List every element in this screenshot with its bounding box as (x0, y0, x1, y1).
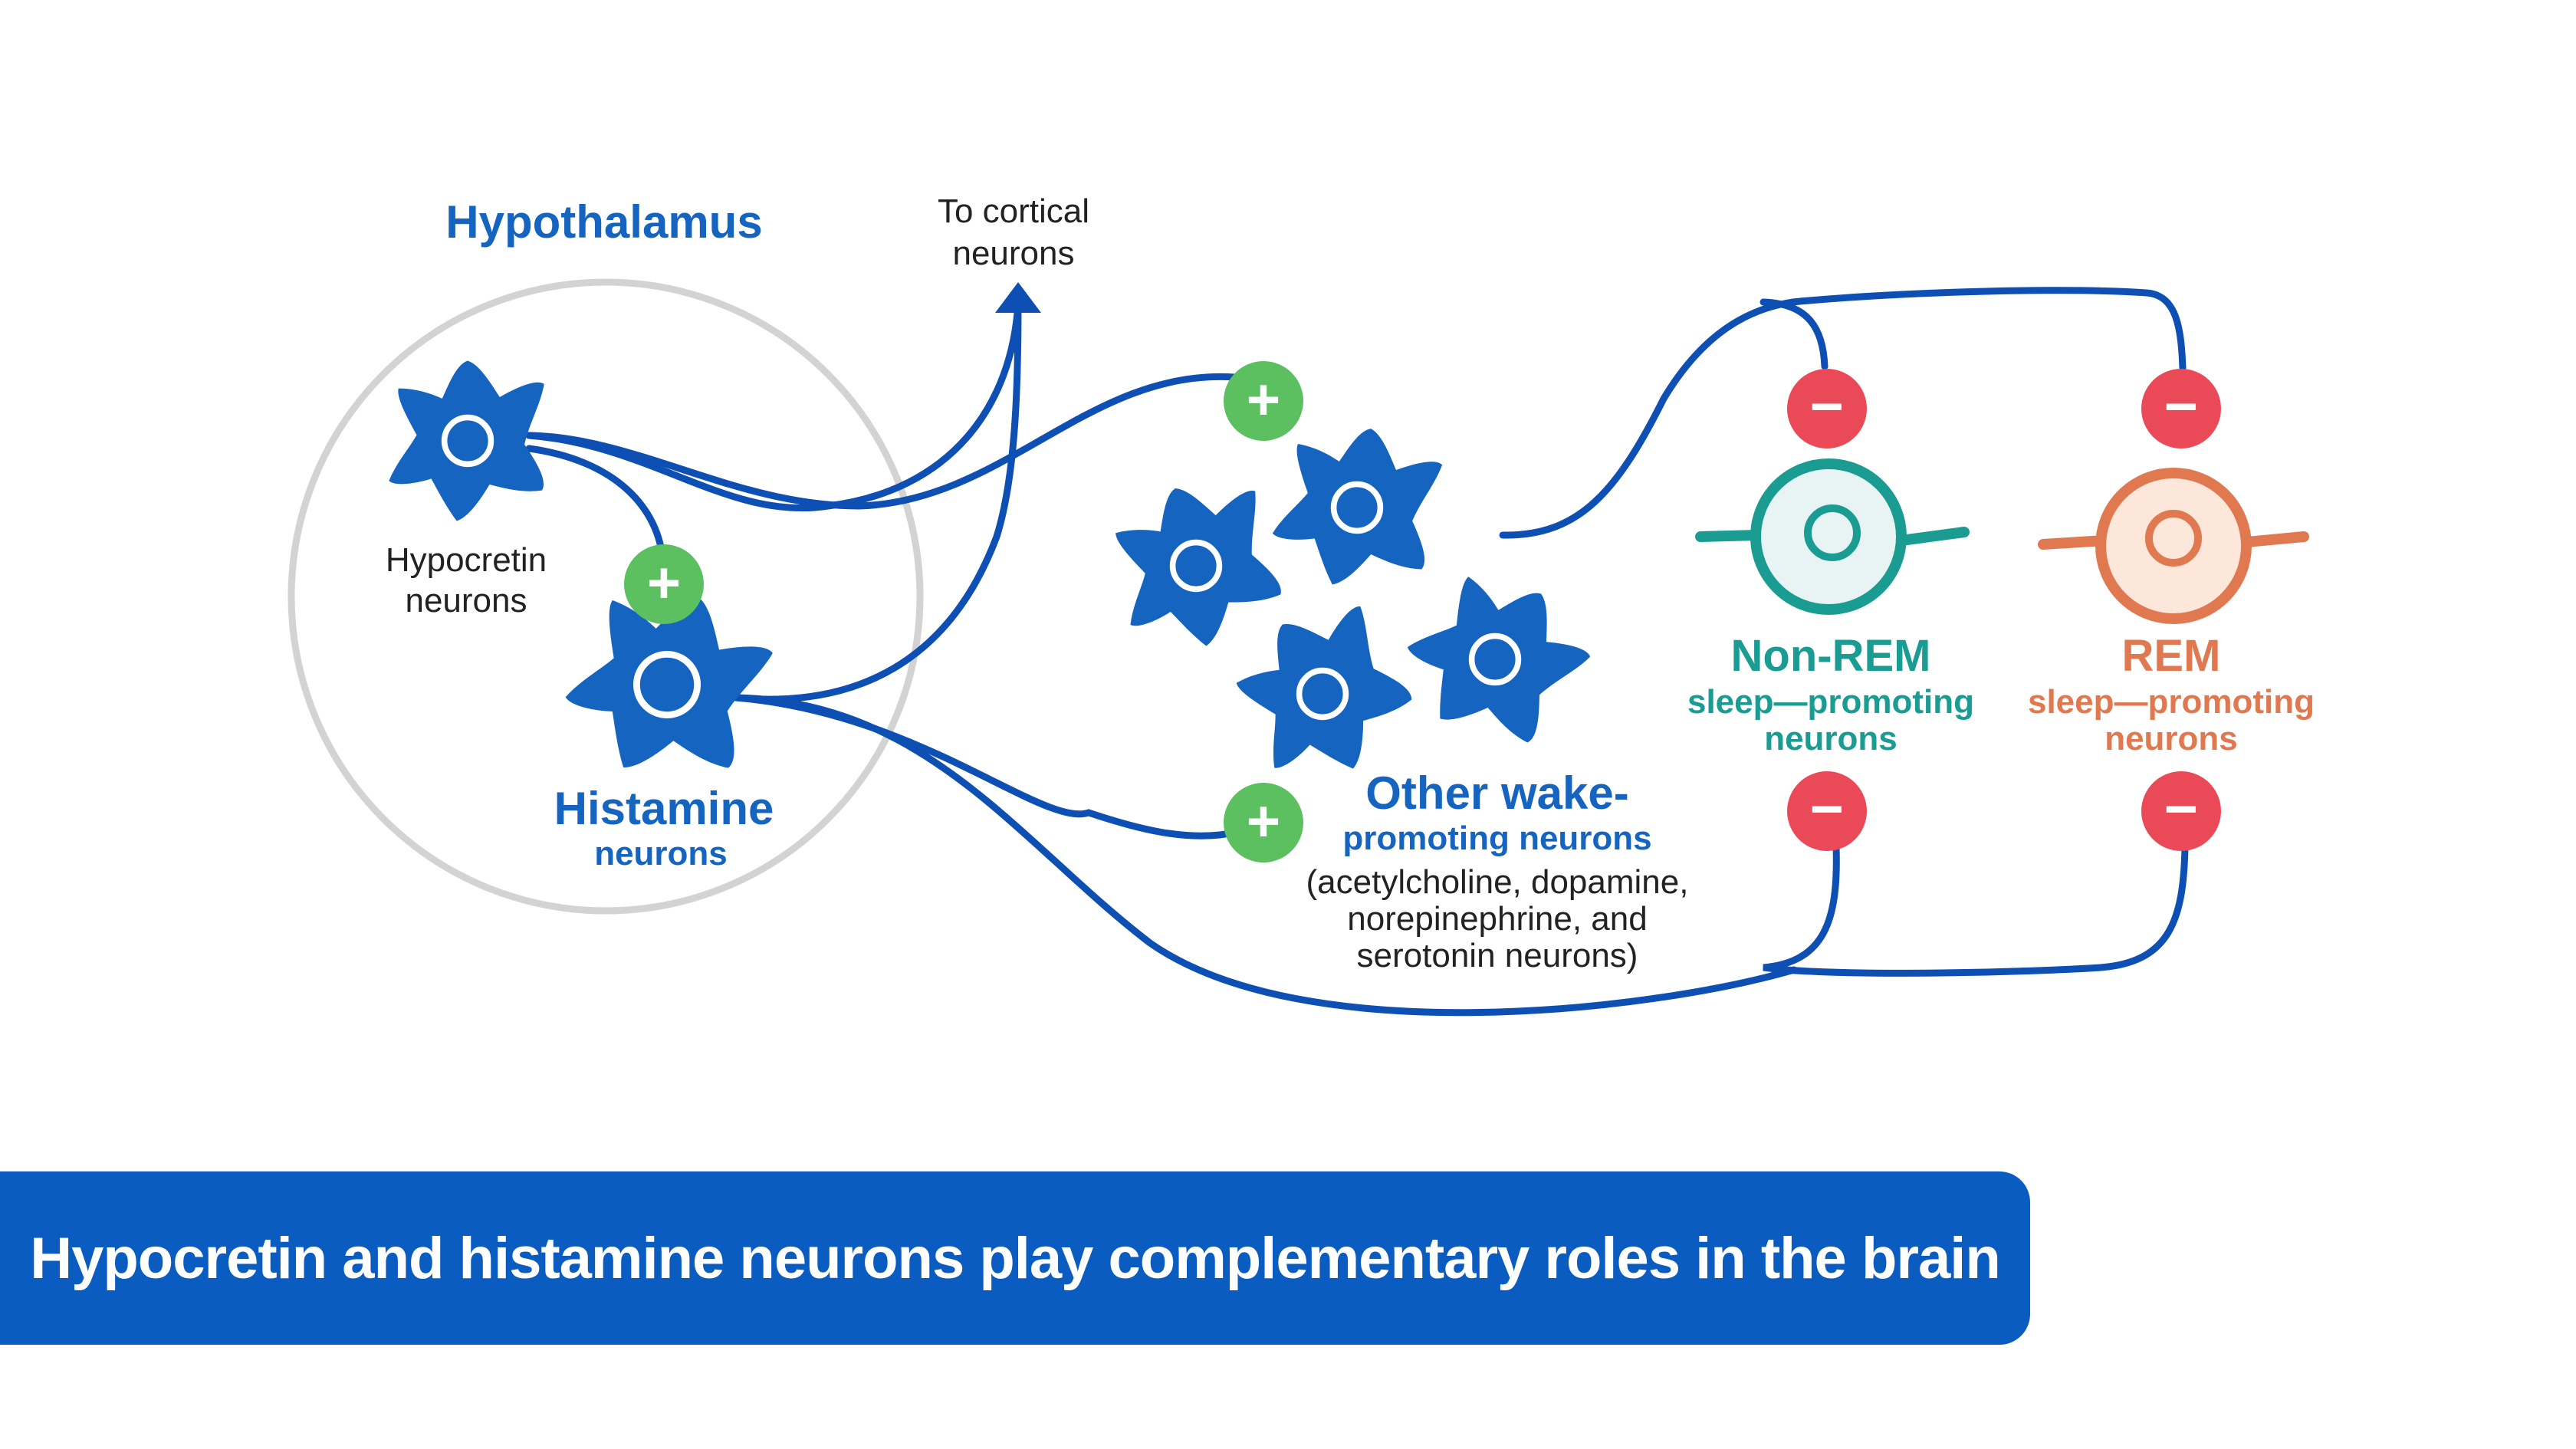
wake-label-line4: norepinephrine, and (1347, 900, 1647, 938)
cortical-label-line2: neurons (952, 235, 1074, 272)
wake-neuron-3 (1214, 586, 1429, 803)
svg-text:+: + (1247, 789, 1280, 854)
hypocretin-label-line2: neurons (405, 582, 527, 619)
connection-wires (525, 287, 2189, 1017)
histamine-neuron (549, 566, 782, 803)
wake-label-line3: (acetylcholine, dopamine, (1306, 863, 1689, 901)
rem-label-line3: neurons (2104, 720, 2238, 757)
hypothalamus-region (288, 278, 924, 915)
svg-text:+: + (647, 550, 681, 616)
caption-text: Hypocretin and histamine neurons play co… (30, 1225, 2001, 1291)
wake-label-line1: Other wake- (1365, 767, 1628, 819)
nrem-neuron (1695, 458, 1970, 615)
wire-hypocretin-to-histamine (525, 445, 667, 567)
inhibitory-marker-rem-bottom: − (2141, 771, 2221, 851)
histamine-label-line1: Histamine (554, 783, 774, 834)
rem-neuron (2038, 468, 2309, 624)
nrem-label-line3: neurons (1764, 720, 1898, 757)
hypocretin-label-line1: Hypocretin (386, 541, 547, 579)
histamine-label-line2: neurons (594, 835, 728, 872)
excitatory-marker-wake-top: + (1224, 361, 1303, 441)
wire-histamine-to-cortex (732, 299, 1022, 703)
excitatory-marker-wake-bottom: + (1224, 783, 1303, 863)
caption-banner: Hypocretin and histamine neurons play co… (0, 1171, 2030, 1345)
wake-neuron-1 (1099, 468, 1291, 664)
cortical-label-line1: To cortical (938, 192, 1089, 230)
svg-text:+: + (1247, 367, 1280, 432)
rem-label-line2: sleep—promoting (2028, 683, 2315, 721)
nrem-label-line2: sleep—promoting (1687, 683, 1974, 721)
wire-nrem-top-branch (1760, 298, 1829, 370)
arrowhead-to-cortex (995, 282, 1041, 313)
wire-nrem-bottom-inhibit (1763, 843, 2189, 977)
excitatory-marker-histamine: + (624, 544, 704, 624)
wake-neuron-2 (1265, 415, 1447, 600)
inhibitory-marker-rem-top: − (2141, 369, 2221, 449)
wire-wake-to-sleep-top (1499, 287, 2187, 539)
rem-label-line1: REM (2122, 631, 2221, 681)
svg-text:−: − (1810, 374, 1844, 439)
wire-histamine-bottom-loop (732, 694, 1798, 1017)
svg-text:−: − (2164, 777, 2198, 842)
hypothalamus-label: Hypothalamus (445, 196, 762, 248)
wake-label-line2: promoting neurons (1342, 820, 1651, 857)
wire-histamine-to-wake (732, 694, 1242, 840)
nrem-label-line1: Non-REM (1731, 631, 1931, 681)
inhibitory-marker-nrem-top: − (1787, 369, 1867, 449)
wake-label-line5: serotonin neurons) (1357, 937, 1638, 974)
svg-text:−: − (2164, 374, 2198, 439)
wire-hypocretin-to-wake (525, 373, 1238, 510)
hypocretin-neuron (389, 360, 544, 521)
inhibitory-marker-nrem-bottom: − (1787, 771, 1867, 851)
wake-neuron-4 (1385, 548, 1604, 769)
svg-text:−: − (1810, 777, 1844, 842)
